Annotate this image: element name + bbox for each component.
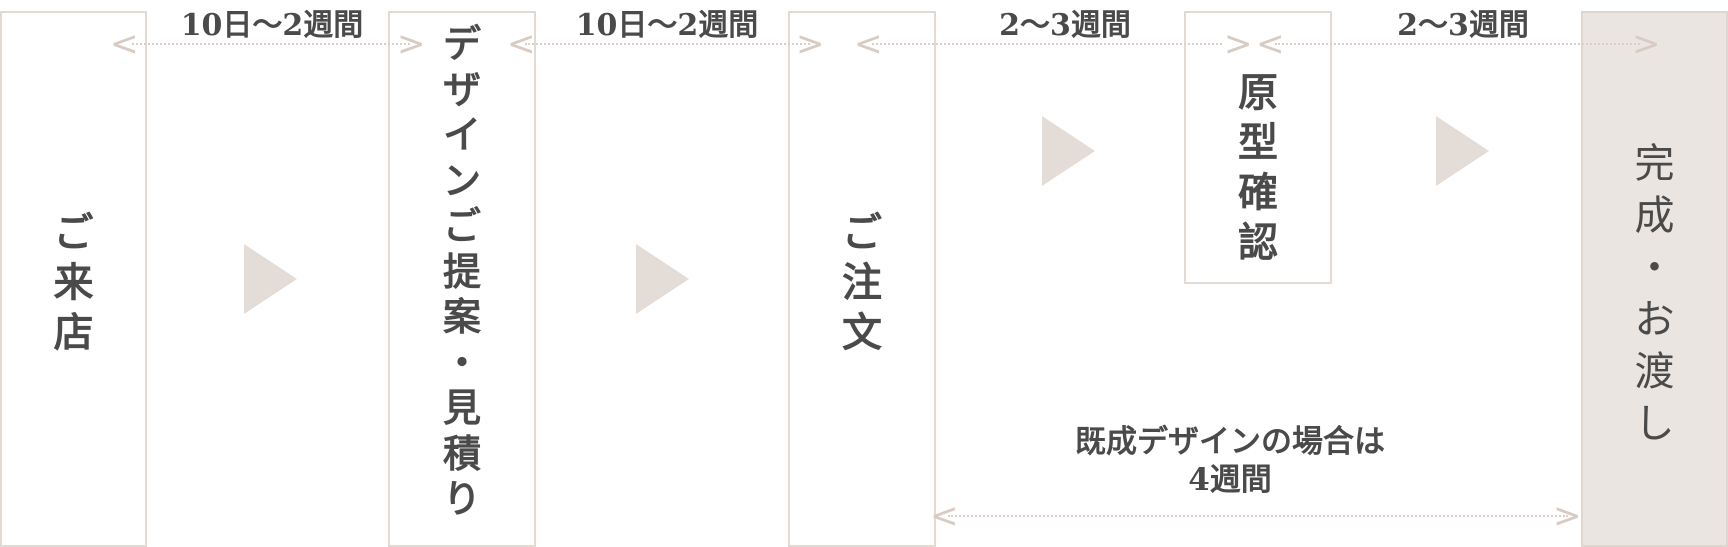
step-design-proposal: デザインご提案・見積り bbox=[388, 11, 536, 547]
duration-label-2: 10日〜2週間 bbox=[575, 8, 759, 43]
chevron-left-icon: < bbox=[854, 24, 883, 64]
step-completion-delivery: 完成・お渡し bbox=[1581, 11, 1728, 547]
note-line-1: 既成デザインの場合は bbox=[1075, 424, 1385, 460]
duration-line-3 bbox=[872, 43, 1222, 45]
flow-arrow-icon bbox=[1042, 116, 1095, 186]
duration-label-3: 2〜3週間 bbox=[999, 8, 1131, 43]
chevron-left-icon: < bbox=[930, 496, 959, 536]
step-order-label: ご注文 bbox=[842, 209, 882, 356]
duration-label-1: 10日〜2週間 bbox=[180, 8, 364, 43]
flow-arrow-icon bbox=[1436, 116, 1489, 186]
chevron-right-icon: > bbox=[397, 24, 426, 64]
duration-line-4 bbox=[1275, 43, 1640, 45]
chevron-left-icon: < bbox=[507, 24, 536, 64]
step-visit-label: ご来店 bbox=[53, 209, 94, 356]
chevron-left-icon: < bbox=[110, 24, 139, 64]
step-order: ご注文 bbox=[788, 11, 936, 547]
step-prototype-check-label: 原型確認 bbox=[1238, 69, 1278, 266]
step-visit: ご来店 bbox=[0, 11, 147, 547]
note-line-2: 4週間 bbox=[1188, 462, 1272, 498]
chevron-left-icon: < bbox=[1256, 24, 1285, 64]
flow-arrow-icon bbox=[636, 244, 689, 314]
ready-made-design-note: 既成デザインの場合は 4週間 bbox=[1010, 423, 1450, 499]
chevron-right-icon: > bbox=[1553, 496, 1582, 536]
duration-line-2 bbox=[525, 43, 810, 45]
step-prototype-check: 原型確認 bbox=[1184, 11, 1332, 284]
duration-label-4: 2〜3週間 bbox=[1397, 8, 1529, 43]
ready-made-duration-line bbox=[948, 515, 1568, 517]
step-design-proposal-label: デザインご提案・見積り bbox=[442, 21, 481, 521]
step-completion-delivery-label: 完成・お渡し bbox=[1634, 141, 1675, 447]
chevron-right-icon: > bbox=[1224, 24, 1253, 64]
duration-line-1 bbox=[132, 43, 410, 45]
chevron-right-icon: > bbox=[796, 24, 825, 64]
flow-arrow-icon bbox=[244, 244, 297, 314]
chevron-right-icon: > bbox=[1632, 24, 1661, 64]
